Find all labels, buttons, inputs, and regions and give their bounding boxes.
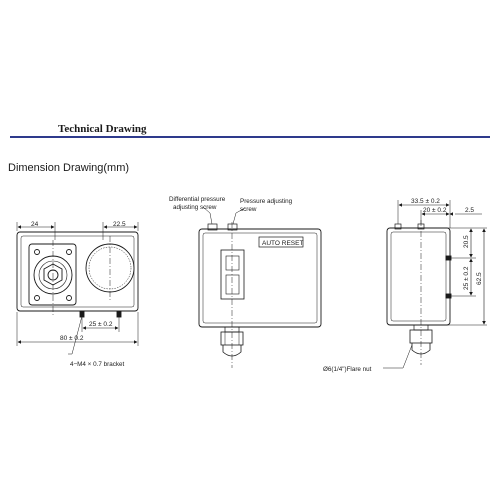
side-body-inner — [202, 232, 318, 324]
auto-reset-box — [258, 236, 304, 248]
right-body-inner — [390, 231, 447, 322]
differential-screw-icon — [207, 223, 218, 231]
screw-icon — [66, 295, 72, 301]
label-differential-line2: adjusting screw — [173, 204, 217, 211]
scale-window — [220, 249, 245, 300]
flare-nut-icon — [220, 331, 244, 346]
bracket-foot — [445, 293, 452, 299]
label-differential-line1: Differential pressure — [169, 196, 226, 203]
dim-v-total: 62.5 — [476, 272, 483, 285]
front-body-outline — [16, 231, 139, 312]
right-body-outline — [386, 227, 451, 326]
dim-bracket-spacing: 25 ± 0.2 — [89, 321, 113, 328]
bracket-note: 4−M4 × 0.7 bracket — [70, 361, 125, 368]
dim-v-mid: 25 ± 0.2 — [463, 266, 470, 290]
screw-icon — [34, 249, 40, 255]
front-left-block — [28, 243, 77, 306]
dim-total-width: 80 ± 0.2 — [60, 335, 84, 342]
section-title: Technical Drawing — [58, 123, 147, 135]
front-view — [16, 222, 139, 355]
right-view — [383, 200, 487, 369]
bracket-foot — [116, 310, 122, 318]
screw-icon — [34, 295, 40, 301]
scale-indicator — [225, 255, 240, 271]
dim-right-width: 22.5 — [113, 221, 126, 228]
flare-nut-note: Ø6(1/4")Flare nut — [323, 366, 372, 373]
front-body-inner — [20, 235, 135, 308]
side-view — [198, 206, 322, 368]
title-underline — [10, 136, 490, 138]
bracket-foot — [445, 255, 452, 261]
scale-indicator — [225, 274, 240, 295]
dim-top-offset: 2.5 — [465, 207, 474, 214]
label-pressure-line2: screw — [240, 206, 257, 213]
screw-icon — [66, 249, 72, 255]
auto-reset-label: AUTO RESET — [262, 240, 303, 247]
side-body-outline — [198, 228, 322, 328]
label-pressure-line1: Pressure adjusting — [240, 198, 293, 205]
fitting-tip — [222, 345, 242, 357]
dim-left-width: 24 — [31, 221, 39, 228]
dimension-subtitle: Dimension Drawing(mm) — [8, 162, 130, 174]
dim-top-total: 33.5 ± 0.2 — [411, 198, 440, 205]
pressure-screw-icon — [227, 223, 238, 231]
dim-top-inner: 20 ± 0.2 — [423, 207, 447, 214]
dim-v-upper: 20.5 — [463, 235, 470, 248]
